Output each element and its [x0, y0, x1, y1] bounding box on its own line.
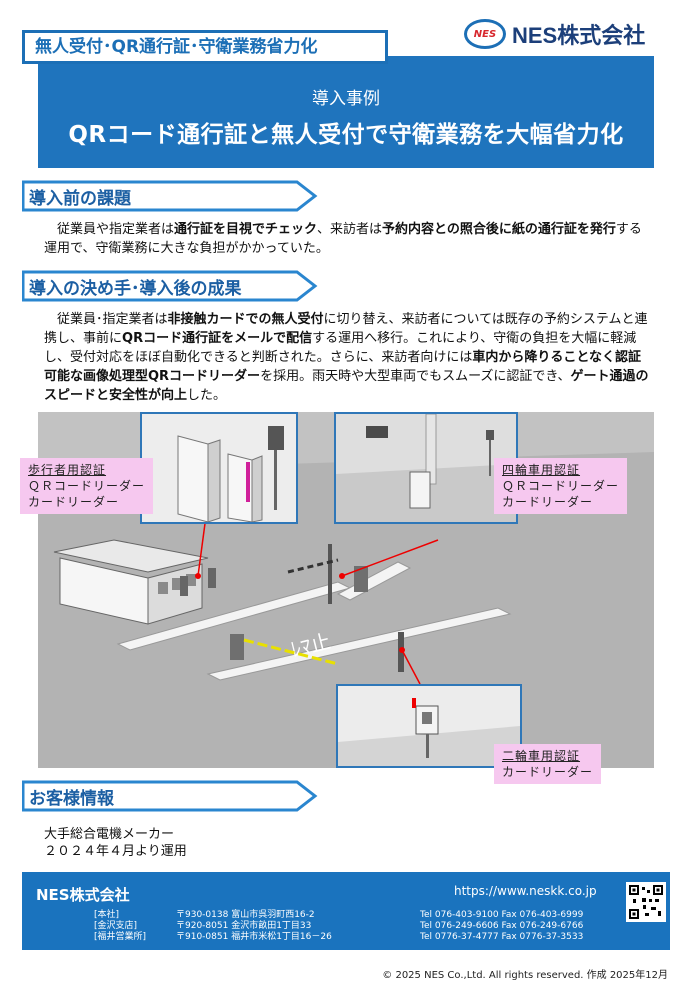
- hero-banner: 導入事例 QRコード通行証と無人受付で守衛業務を大幅省力化: [38, 56, 654, 168]
- body-text: を採用。雨天時や大型車両でもスムーズに認証でき、: [260, 369, 571, 384]
- emphasis-text: 車内から降りることなく認証可能な画像処理型QRコードリーダー: [44, 350, 641, 384]
- result-paragraph: 従業員･指定業者は非接触カードでの無人受付に切り替え、来訪者については既存の予約…: [44, 310, 652, 405]
- section-heading-issue: 導入前の課題: [22, 180, 322, 212]
- office-name: [福井営業所]: [94, 932, 147, 942]
- office-row: [金沢支店] 〒920-8051 金沢市畝田1丁目33: [94, 921, 424, 932]
- bike-gate-image: [338, 686, 520, 766]
- label-line: カードリーダー: [502, 765, 594, 779]
- office-address: 〒920-8051 金沢市畝田1丁目33: [176, 921, 312, 931]
- body-text: した。: [187, 388, 227, 403]
- hero-subtitle: 導入事例: [312, 89, 380, 109]
- customer-info: 大手総合電機メーカー ２０２４年４月より運用: [44, 826, 187, 860]
- footer-company: NES株式会社: [36, 886, 130, 904]
- emphasis-text: QRコード通行証をメールで配信: [122, 331, 313, 346]
- body-text: する運用へ移行。これにより、守衛の負担を大幅に軽減し、受付対応をほぼ自動化できる…: [44, 331, 637, 365]
- office-addresses: [本社] 〒930-0138 富山市呉羽町西16-2 [金沢支店] 〒920-8…: [94, 910, 424, 943]
- office-phones: Tel 076-403-9100 Fax 076-403-6999 Tel 07…: [420, 910, 583, 943]
- arrow-banner-icon: [22, 780, 318, 812]
- office-tel: Tel 076-403-9100 Fax 076-403-6999: [420, 910, 584, 920]
- emphasis-text: 予約内容との照合後に紙の通行証を発行: [382, 222, 616, 237]
- section-heading-customer: お客様情報: [22, 780, 322, 812]
- body-text: する運用で、守衛業務に大きな負担がかかっていた。: [44, 222, 642, 256]
- label-title: 四輪車用認証: [502, 463, 581, 477]
- footer: NES株式会社 https://www.neskk.co.jp [本社] 〒93…: [22, 872, 670, 950]
- emphasis-text: ゲート通過のスピードと安全性が向上: [44, 369, 649, 403]
- label-line: ＱＲコードリーダー: [28, 479, 146, 493]
- label-title: 歩行者用認証: [28, 463, 107, 477]
- office-name: [本社]: [94, 910, 120, 920]
- label-title: 二輪車用認証: [502, 749, 581, 763]
- pedestrian-gate-inset: [140, 412, 298, 524]
- label-pedestrian-auth: 歩行者用認証 ＱＲコードリーダー カードリーダー: [20, 458, 154, 514]
- issue-paragraph: 従業員や指定業者は通行証を目視でチェック、来訪者は予約内容との照合後に紙の通行証…: [44, 220, 652, 258]
- logo-text: NES株式会社: [512, 23, 646, 48]
- category-tag: 無人受付･QR通行証･守衛業務省力化: [22, 30, 388, 64]
- gate-system-illustration: ﾚﾏ止: [20, 412, 654, 784]
- body-text: 従業員･指定業者は: [57, 312, 168, 327]
- arrow-banner-icon: [22, 180, 318, 212]
- office-tel: Tel 0776-37-4777 Fax 0776-37-3533: [420, 932, 584, 942]
- customer-line: 大手総合電機メーカー: [44, 827, 175, 842]
- office-address: 〒910-0851 福井市米松1丁目16－26: [176, 932, 332, 942]
- section-heading-result: 導入の決め手･導入後の成果: [22, 270, 322, 302]
- qr-code-icon[interactable]: [626, 882, 666, 922]
- pedestrian-gate-image: [142, 414, 296, 523]
- arrow-banner-icon: [22, 270, 318, 302]
- copyright: © 2025 NES Co.,Ltd. All rights reserved.…: [382, 970, 668, 981]
- label-bike-auth: 二輪車用認証 カードリーダー: [494, 744, 602, 784]
- office-row: [福井営業所] 〒910-0851 福井市米松1丁目16－26: [94, 932, 424, 943]
- label-car-auth: 四輪車用認証 ＱＲコードリーダー カードリーダー: [494, 458, 628, 514]
- body-text: 従業員や指定業者は: [57, 222, 175, 237]
- emphasis-text: 非接触カードでの無人受付: [167, 312, 324, 327]
- label-line: カードリーダー: [28, 495, 120, 509]
- office-row: [本社] 〒930-0138 富山市呉羽町西16-2: [94, 910, 424, 921]
- section-title: お客様情報: [29, 789, 114, 809]
- car-gate-inset: [334, 412, 518, 524]
- bike-gate-inset: [336, 684, 522, 768]
- section-title: 導入前の課題: [29, 189, 131, 209]
- page-title: QRコード通行証と無人受付で守衛業務を大幅省力化: [68, 122, 624, 148]
- body-text: に切り替え、来訪者については既存の予約システムと連携し、事前に: [44, 312, 648, 346]
- section-title: 導入の決め手･導入後の成果: [29, 279, 242, 299]
- website-link[interactable]: https://www.neskk.co.jp: [454, 884, 597, 898]
- office-address: 〒930-0138 富山市呉羽町西16-2: [176, 910, 315, 920]
- emphasis-text: 通行証を目視でチェック: [174, 222, 318, 237]
- company-logo: NES NES株式会社: [464, 18, 645, 50]
- office-name: [金沢支店]: [94, 921, 138, 931]
- office-tel: Tel 076-249-6606 Fax 076-249-6766: [420, 921, 584, 931]
- label-line: カードリーダー: [502, 495, 594, 509]
- car-gate-image: [336, 413, 516, 522]
- label-line: ＱＲコードリーダー: [502, 479, 620, 493]
- customer-line: ２０２４年４月より運用: [44, 844, 187, 859]
- body-text: 、来訪者は: [317, 222, 383, 237]
- nes-logo-icon: NES: [464, 19, 506, 49]
